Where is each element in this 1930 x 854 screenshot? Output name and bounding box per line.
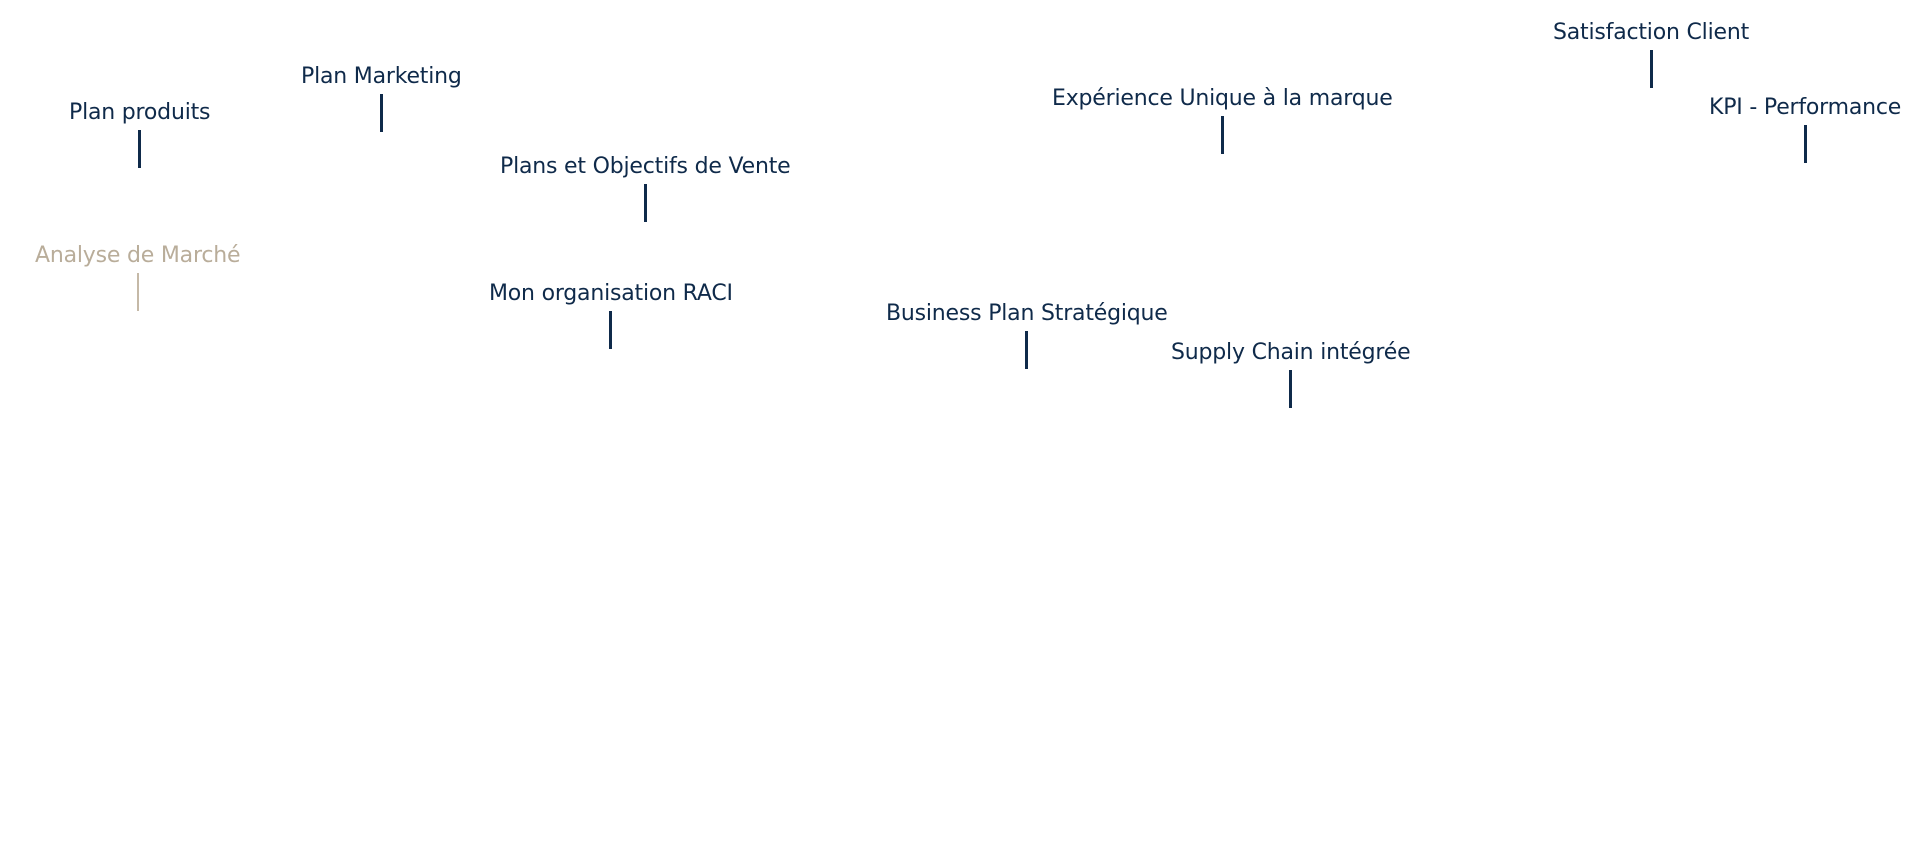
marker-supply-chain[interactable]: Supply Chain intégrée	[1171, 340, 1411, 408]
marker-stem	[609, 311, 613, 349]
marker-plan-produits[interactable]: Plan produits	[69, 100, 210, 168]
marker-label: Mon organisation RACI	[489, 281, 733, 306]
marker-plan-marketing[interactable]: Plan Marketing	[301, 64, 462, 132]
marker-analyse-marche[interactable]: Analyse de Marché	[35, 243, 240, 311]
marker-stem	[1803, 125, 1807, 163]
marker-experience-unique[interactable]: Expérience Unique à la marque	[1052, 86, 1393, 154]
marker-business-plan[interactable]: Business Plan Stratégique	[886, 301, 1168, 369]
marker-stem	[1220, 116, 1224, 154]
marker-stem	[1649, 50, 1653, 88]
marker-label: Business Plan Stratégique	[886, 301, 1168, 326]
marker-label: Plan Marketing	[301, 64, 462, 89]
marker-label: Supply Chain intégrée	[1171, 340, 1411, 365]
marker-label: Satisfaction Client	[1553, 20, 1749, 45]
marker-label: Analyse de Marché	[35, 243, 241, 268]
marker-stem	[138, 130, 142, 168]
marker-stem	[1025, 331, 1029, 369]
marker-kpi-performance[interactable]: KPI - Performance	[1709, 95, 1901, 163]
marker-label: Expérience Unique à la marque	[1052, 86, 1393, 111]
marker-stem	[379, 94, 383, 132]
marker-stem	[1289, 370, 1293, 408]
marker-label: KPI - Performance	[1709, 95, 1902, 120]
marker-stem	[643, 184, 647, 222]
marker-label: Plans et Objectifs de Vente	[500, 154, 791, 179]
marker-stem	[136, 273, 139, 311]
marker-plans-objectifs-vente[interactable]: Plans et Objectifs de Vente	[500, 154, 791, 222]
marker-satisfaction-client[interactable]: Satisfaction Client	[1553, 20, 1749, 88]
marker-organisation-raci[interactable]: Mon organisation RACI	[489, 281, 733, 349]
marker-label: Plan produits	[69, 100, 211, 125]
